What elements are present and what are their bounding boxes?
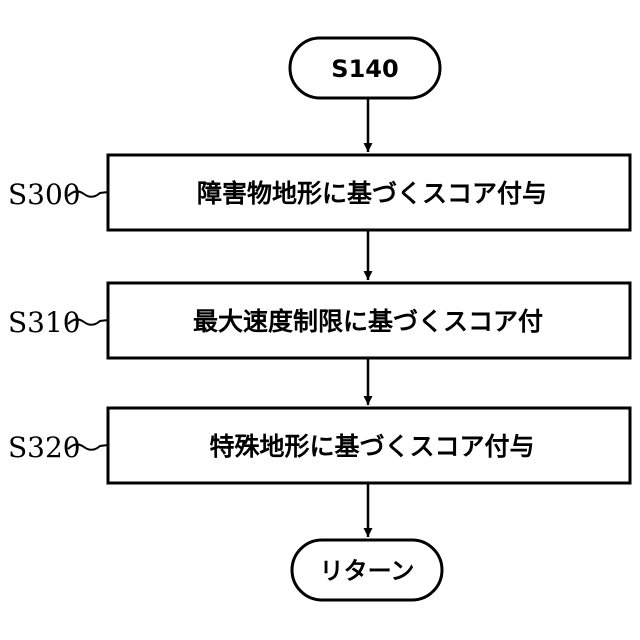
process-label-s310: 最大速度制限に基づくスコア付 xyxy=(193,307,543,336)
process-label-s320: 特殊地形に基づくスコア付与 xyxy=(209,432,534,461)
end-terminal-label: リターン xyxy=(320,557,415,585)
start-terminal-label: S140 xyxy=(331,55,398,83)
process-label-s300: 障害物地形に基づくスコア付与 xyxy=(197,179,547,208)
